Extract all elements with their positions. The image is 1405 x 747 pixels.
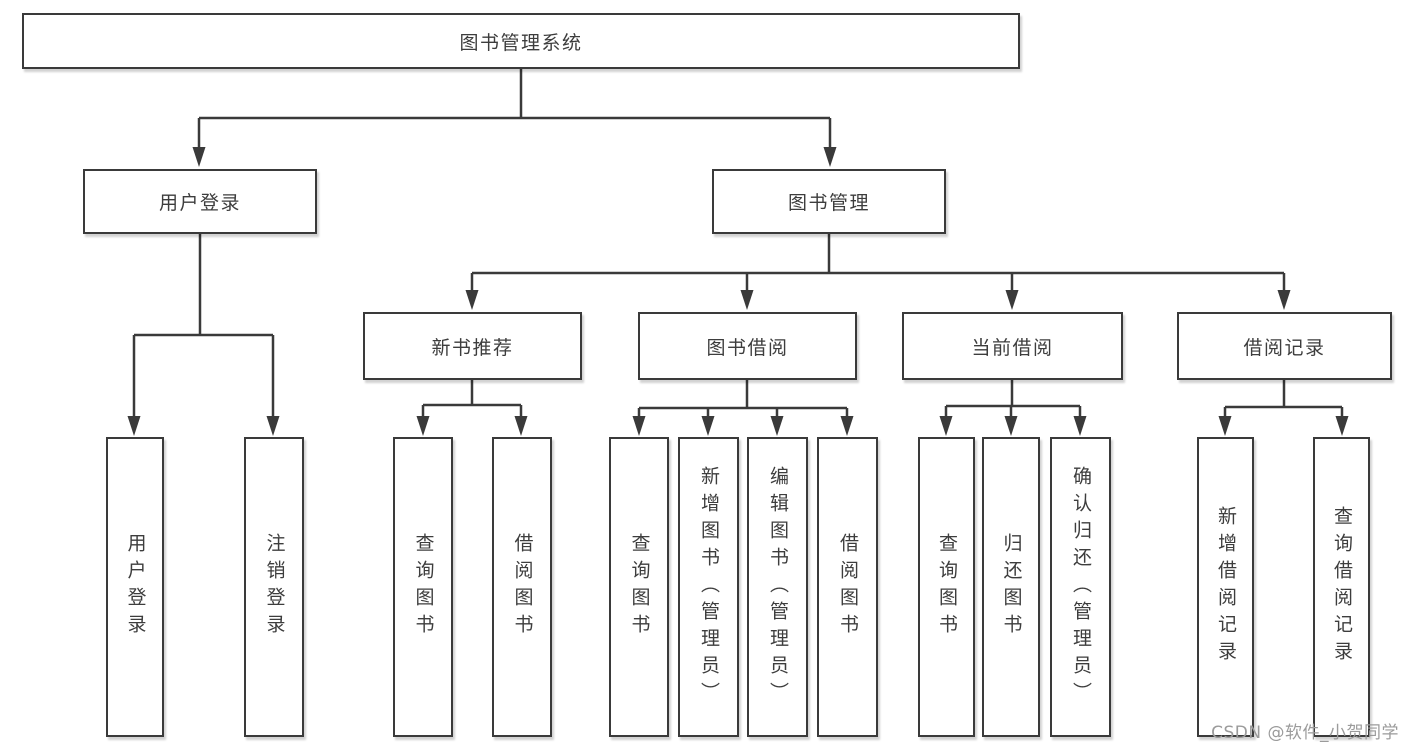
leaf-borrow-books: 借阅图书 [817, 437, 878, 737]
arrowhead [266, 416, 280, 436]
arrowhead [740, 290, 754, 310]
arrowhead [1277, 290, 1291, 310]
leaf-query-books-recommend: 查询图书 [393, 437, 453, 737]
arrowhead [632, 416, 646, 436]
arrowhead [1005, 290, 1019, 310]
leaf-borrow-books-recommend: 借阅图书 [492, 437, 552, 737]
connector-user-login-to-leaves [132, 234, 275, 417]
node-root-system: 图书管理系统 [22, 13, 1020, 69]
leaf-query-books-current: 查询图书 [918, 437, 975, 737]
node-user-login: 用户登录 [83, 169, 317, 234]
arrowhead [127, 416, 141, 436]
leaf-user-login: 用户登录 [106, 437, 164, 737]
leaf-add-books-admin: 新增图书（管理员） [678, 437, 739, 737]
arrowhead [939, 416, 953, 436]
leaf-return-books: 归还图书 [982, 437, 1040, 737]
arrowhead [840, 416, 854, 436]
arrowhead [192, 147, 206, 167]
arrowhead [514, 416, 528, 436]
node-borrow-records: 借阅记录 [1177, 312, 1392, 380]
leaf-query-books-borrow: 查询图书 [609, 437, 669, 737]
leaf-logout: 注销登录 [244, 437, 304, 737]
arrowhead [823, 147, 837, 167]
connector-new-book-recommend-to-leaves [421, 380, 523, 417]
arrowhead [465, 290, 479, 310]
connector-root-to-level2 [197, 69, 832, 148]
connector-book-borrow-to-leaves [637, 380, 849, 417]
leaf-edit-books-admin: 编辑图书（管理员） [747, 437, 808, 737]
node-new-book-recommend: 新书推荐 [363, 312, 582, 380]
arrowhead [416, 416, 430, 436]
arrowhead [770, 416, 784, 436]
leaf-confirm-return-admin: 确认归还（管理员） [1050, 437, 1111, 737]
arrowhead [1004, 416, 1018, 436]
connector-current-borrow-to-leaves [944, 380, 1082, 417]
arrowhead [1073, 416, 1087, 436]
node-book-management: 图书管理 [712, 169, 946, 234]
leaf-query-borrow-record: 查询借阅记录 [1313, 437, 1370, 737]
node-current-borrow: 当前借阅 [902, 312, 1123, 380]
arrowhead [1218, 416, 1232, 436]
node-book-borrow: 图书借阅 [638, 312, 857, 380]
connector-borrow-records-to-leaves [1223, 380, 1344, 417]
connector-book-management-to-level3 [470, 234, 1286, 291]
arrowhead [701, 416, 715, 436]
arrowheads [127, 147, 1349, 436]
csdn-watermark: CSDN @软件_小贺同学 [1211, 723, 1399, 743]
arrowhead [1335, 416, 1349, 436]
leaf-add-borrow-record: 新增借阅记录 [1197, 437, 1254, 737]
